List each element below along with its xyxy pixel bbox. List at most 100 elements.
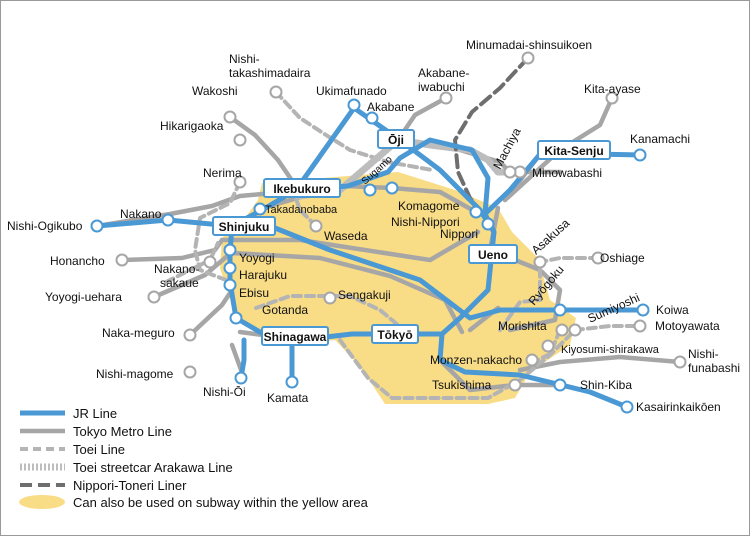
label-naka-meguro[interactable]: Naka-meguro (102, 326, 175, 340)
label-nippori[interactable]: Nippori (440, 227, 478, 241)
label-kanamachi[interactable]: Kanamachi (630, 132, 690, 146)
label-nishi-takashimadaira-1[interactable]: Nishi- (229, 52, 260, 66)
hub-ueno[interactable]: Ueno (468, 244, 518, 264)
label-nishi-nippori[interactable]: Nishi-Nippori (391, 215, 460, 229)
label-machiya[interactable]: Machiya (490, 125, 523, 171)
label-motoyawata[interactable]: Motoyawata (655, 319, 720, 333)
label-kita-ayase[interactable]: Kita-ayase (584, 82, 641, 96)
station-marker-kasairinkai[interactable] (620, 400, 634, 414)
station-marker-akabane-iwabuchi[interactable] (439, 91, 453, 105)
label-wakoshi[interactable]: Wakoshi (192, 84, 238, 98)
station-marker-nakano-sakaue[interactable] (203, 255, 217, 269)
label-nerima[interactable]: Nerima (203, 166, 242, 180)
label-morishita[interactable]: Morishita (498, 319, 547, 333)
station-marker-wakoshi[interactable] (223, 110, 237, 124)
station-marker-minumadai[interactable] (521, 51, 535, 65)
station-marker-naka-meguro[interactable] (183, 328, 197, 342)
label-nishi-oi[interactable]: Nishi-Ōi (203, 385, 246, 399)
station-marker-takadanobaba[interactable] (253, 202, 267, 216)
station-marker-hikarigaoka[interactable] (233, 133, 247, 147)
station-marker-machiya[interactable] (503, 165, 517, 179)
station-marker-komagome[interactable] (385, 181, 399, 195)
station-marker-oshiage[interactable] (591, 251, 605, 265)
station-marker-nishi-takashimadaira[interactable] (269, 85, 283, 99)
station-marker-sengakuji[interactable] (323, 291, 337, 305)
hub-shinagawa[interactable]: Shinagawa (261, 326, 329, 346)
station-marker-nakano[interactable] (161, 213, 175, 227)
label-asakusa[interactable]: Asakusa (529, 216, 573, 257)
label-sengakuji[interactable]: Sengakuji (338, 288, 391, 302)
label-nakano-sakaue-1[interactable]: Nakano- (154, 262, 199, 276)
label-monzen[interactable]: Monzen-nakacho (430, 353, 522, 367)
station-marker-nippori[interactable] (481, 217, 495, 231)
station-marker-tsukishima[interactable] (508, 378, 522, 392)
label-kiyosumi[interactable]: Kiyosumi-shirakawa (561, 344, 660, 356)
label-yoyogi[interactable]: Yoyogi (239, 251, 275, 265)
station-marker-yoyogi-uehara[interactable] (147, 290, 161, 304)
station-marker-ebisu[interactable] (223, 278, 237, 292)
station-marker-nishi-magome[interactable] (183, 365, 197, 379)
legend-area-swatch (19, 495, 65, 509)
station-marker-nishi-ogikubo[interactable] (90, 219, 104, 233)
label-harajuku[interactable]: Harajuku (239, 268, 287, 282)
label-nishi-funabashi-1[interactable]: Nishi- (688, 347, 719, 361)
label-nishi-magome[interactable]: Nishi-magome (96, 367, 174, 381)
label-gotanda[interactable]: Gotanda (262, 303, 308, 317)
label-nakano-sakaue-2[interactable]: sakaue (160, 276, 199, 290)
station-marker-ukimafunado[interactable] (347, 98, 361, 112)
station-marker-kamata[interactable] (285, 375, 299, 389)
label-ebisu[interactable]: Ebisu (239, 286, 269, 300)
station-marker-kanamachi[interactable] (633, 148, 647, 162)
label-yoyogi-uehara[interactable]: Yoyogi-uehara (45, 290, 122, 304)
label-kasairinkai[interactable]: Kasairinkaikōen (636, 400, 721, 414)
hub-tokyo[interactable]: Tōkyō (371, 324, 419, 344)
station-marker-gotanda[interactable] (229, 311, 243, 325)
label-komagome[interactable]: Komagome (398, 199, 460, 213)
station-marker-kita-ayase[interactable] (605, 91, 619, 105)
label-nishi-ogikubo[interactable]: Nishi-Ogikubo (7, 219, 83, 233)
station-marker-shin-kiba[interactable] (553, 378, 567, 392)
hub-kita-senju[interactable]: Kita-Senju (537, 140, 611, 160)
label-kamata[interactable]: Kamata (267, 391, 309, 405)
label-minumadai[interactable]: Minumadai-shinsuikoen (466, 38, 592, 52)
label-koiwa[interactable]: Koiwa (656, 303, 689, 317)
station-marker-nerima[interactable] (233, 175, 247, 189)
label-shin-kiba[interactable]: Shin-Kiba (580, 378, 632, 392)
label-oshiage[interactable]: Oshiage (600, 251, 645, 265)
station-marker-honancho[interactable] (115, 253, 129, 267)
hub-shinjuku[interactable]: Shinjuku (212, 216, 276, 236)
station-marker-sugamo[interactable] (363, 183, 377, 197)
station-marker-waseda[interactable] (309, 219, 323, 233)
label-akabane[interactable]: Akabane (367, 100, 415, 114)
tokyo-label: Tōkyō (377, 328, 412, 342)
hub-ikebukuro[interactable]: Ikebukuro (263, 178, 341, 198)
station-marker-yoyogi[interactable] (223, 243, 237, 257)
station-marker-ryogoku[interactable] (553, 303, 567, 317)
label-minowabashi[interactable]: Minowabashi (532, 166, 602, 180)
station-marker-koiwa[interactable] (636, 303, 650, 317)
station-marker-nishi-oi[interactable] (234, 371, 248, 385)
label-akabane-iwabuchi-1[interactable]: Akabane- (418, 66, 469, 80)
station-marker-asakusa[interactable] (533, 255, 547, 269)
label-tsukishima[interactable]: Tsukishima (432, 378, 492, 392)
station-marker-monzen[interactable] (525, 353, 539, 367)
station-marker-nishi-funabashi[interactable] (673, 355, 687, 369)
label-nishi-funabashi-2[interactable]: funabashi (688, 361, 740, 375)
label-hikarigaoka[interactable]: Hikarigaoka (160, 119, 224, 133)
station-marker-nishi-nippori[interactable] (469, 205, 483, 219)
station-marker-harajuku[interactable] (223, 261, 237, 275)
station-marker-motoyawata[interactable] (633, 319, 647, 333)
label-waseda[interactable]: Waseda (324, 229, 368, 243)
label-nishi-takashimadaira-2[interactable]: takashimadaira (229, 66, 311, 80)
hub-oji[interactable]: Ōji (377, 129, 415, 149)
station-marker-sumiyoshi[interactable] (568, 323, 582, 337)
label-honancho[interactable]: Honancho (50, 254, 105, 268)
label-nakano[interactable]: Nakano (120, 207, 162, 221)
label-akabane-iwabuchi-2[interactable]: iwabuchi (418, 80, 465, 94)
label-ukimafunado[interactable]: Ukimafunado (316, 84, 387, 98)
station-marker-morishita[interactable] (555, 323, 569, 337)
station-marker-kiyosumi[interactable] (541, 339, 555, 353)
station-marker-akabane[interactable] (365, 111, 379, 125)
label-takadanobaba[interactable]: Takadanobaba (265, 204, 338, 216)
